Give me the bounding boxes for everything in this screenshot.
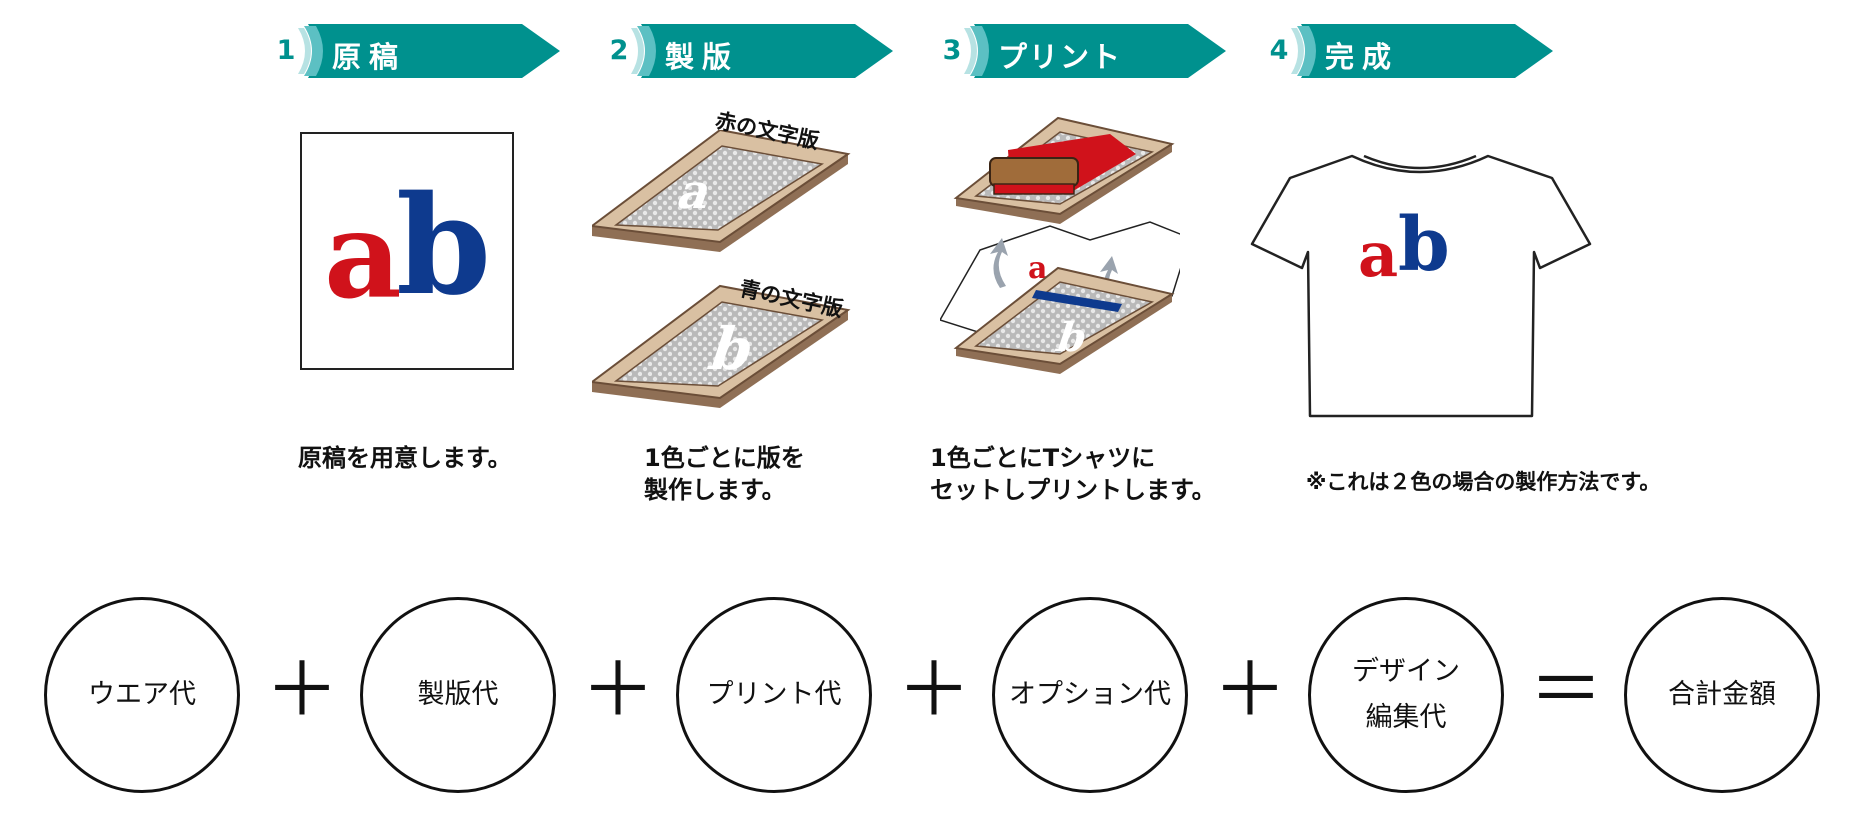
cost-print: プリント代: [676, 597, 872, 793]
plus-operator: ＋: [897, 647, 971, 733]
svg-text:a: a: [1028, 251, 1047, 286]
arrow-banner-icon: [964, 24, 1226, 78]
letter-a: a: [1358, 218, 1399, 291]
cost-option: オプション代: [992, 597, 1188, 793]
step-title: プリント: [998, 40, 1123, 74]
letter-b: b: [396, 166, 492, 326]
step-banner-2: 2 製版: [605, 22, 895, 80]
equals-operator: ＝: [1529, 647, 1603, 733]
step3-caption: 1色ごとにTシャツに セットしプリントします。: [930, 444, 1216, 504]
red-plate: [592, 130, 851, 252]
step-number: 3: [942, 35, 962, 66]
up-arrow-icon: [990, 238, 1008, 288]
cost-plate-making: 製版代: [360, 597, 556, 793]
plus-operator: ＋: [1213, 647, 1287, 733]
plus-operator: ＋: [265, 647, 339, 733]
step4-note: ※これは２色の場合の製作方法です。: [1306, 470, 1661, 494]
letter-a: a: [324, 185, 402, 326]
arrow-banner-icon: [1291, 24, 1553, 78]
cost-label: オプション代: [1009, 679, 1171, 710]
step-title: 製版: [665, 40, 740, 74]
cost-label: プリント代: [706, 679, 842, 710]
step-title: 完成: [1325, 40, 1400, 74]
tshirt-print-logo: a b: [1358, 208, 1498, 298]
letter-b: b: [1398, 202, 1450, 288]
artwork-logo: a b: [324, 178, 504, 318]
arrow-banner-icon: [298, 24, 560, 78]
arrow-banner-icon: [631, 24, 893, 78]
artwork-box: a b: [300, 132, 514, 370]
cost-label: ウエア代: [88, 679, 196, 710]
finished-tshirt-icon: [1250, 154, 1592, 418]
cost-wear: ウエア代: [44, 597, 240, 793]
step1-caption: 原稿を用意します。: [298, 444, 512, 472]
step2-caption: 1色ごとに版を 製作します。: [644, 444, 805, 504]
squeegee-icon: [989, 157, 1079, 195]
cost-label: 製版代: [417, 679, 499, 710]
step-banner-3: 3 プリント: [938, 22, 1228, 80]
screen-plates-illustration: [592, 130, 851, 408]
step-number: 4: [1269, 35, 1289, 66]
plus-operator: ＋: [581, 647, 655, 733]
cost-label: 合計金額: [1668, 679, 1776, 710]
blue-plate: [592, 284, 851, 408]
step-banner-4: 4 完成: [1265, 22, 1555, 80]
step-number: 2: [609, 35, 629, 66]
step-number: 1: [276, 35, 296, 66]
step-title: 原稿: [332, 40, 407, 74]
bottom-print-frame: [953, 266, 1175, 374]
step-banner-1: 1 原稿: [272, 22, 562, 80]
cost-total: 合計金額: [1624, 597, 1820, 793]
printing-illustration: a: [940, 116, 1180, 374]
cost-label: デザイン 編集代: [1352, 656, 1460, 733]
cost-design-editing: デザイン 編集代: [1308, 597, 1504, 793]
